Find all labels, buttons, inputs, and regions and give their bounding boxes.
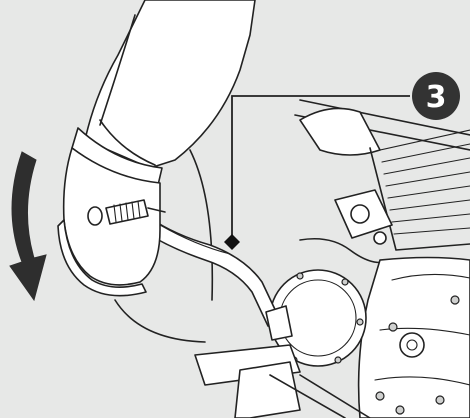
lever-icon bbox=[145, 218, 292, 340]
callout-number: 3 bbox=[426, 80, 447, 115]
frame-line bbox=[115, 300, 205, 342]
down-arrow-icon bbox=[10, 152, 46, 300]
callout-badge: 3 bbox=[412, 72, 460, 120]
frame-line bbox=[190, 150, 212, 300]
